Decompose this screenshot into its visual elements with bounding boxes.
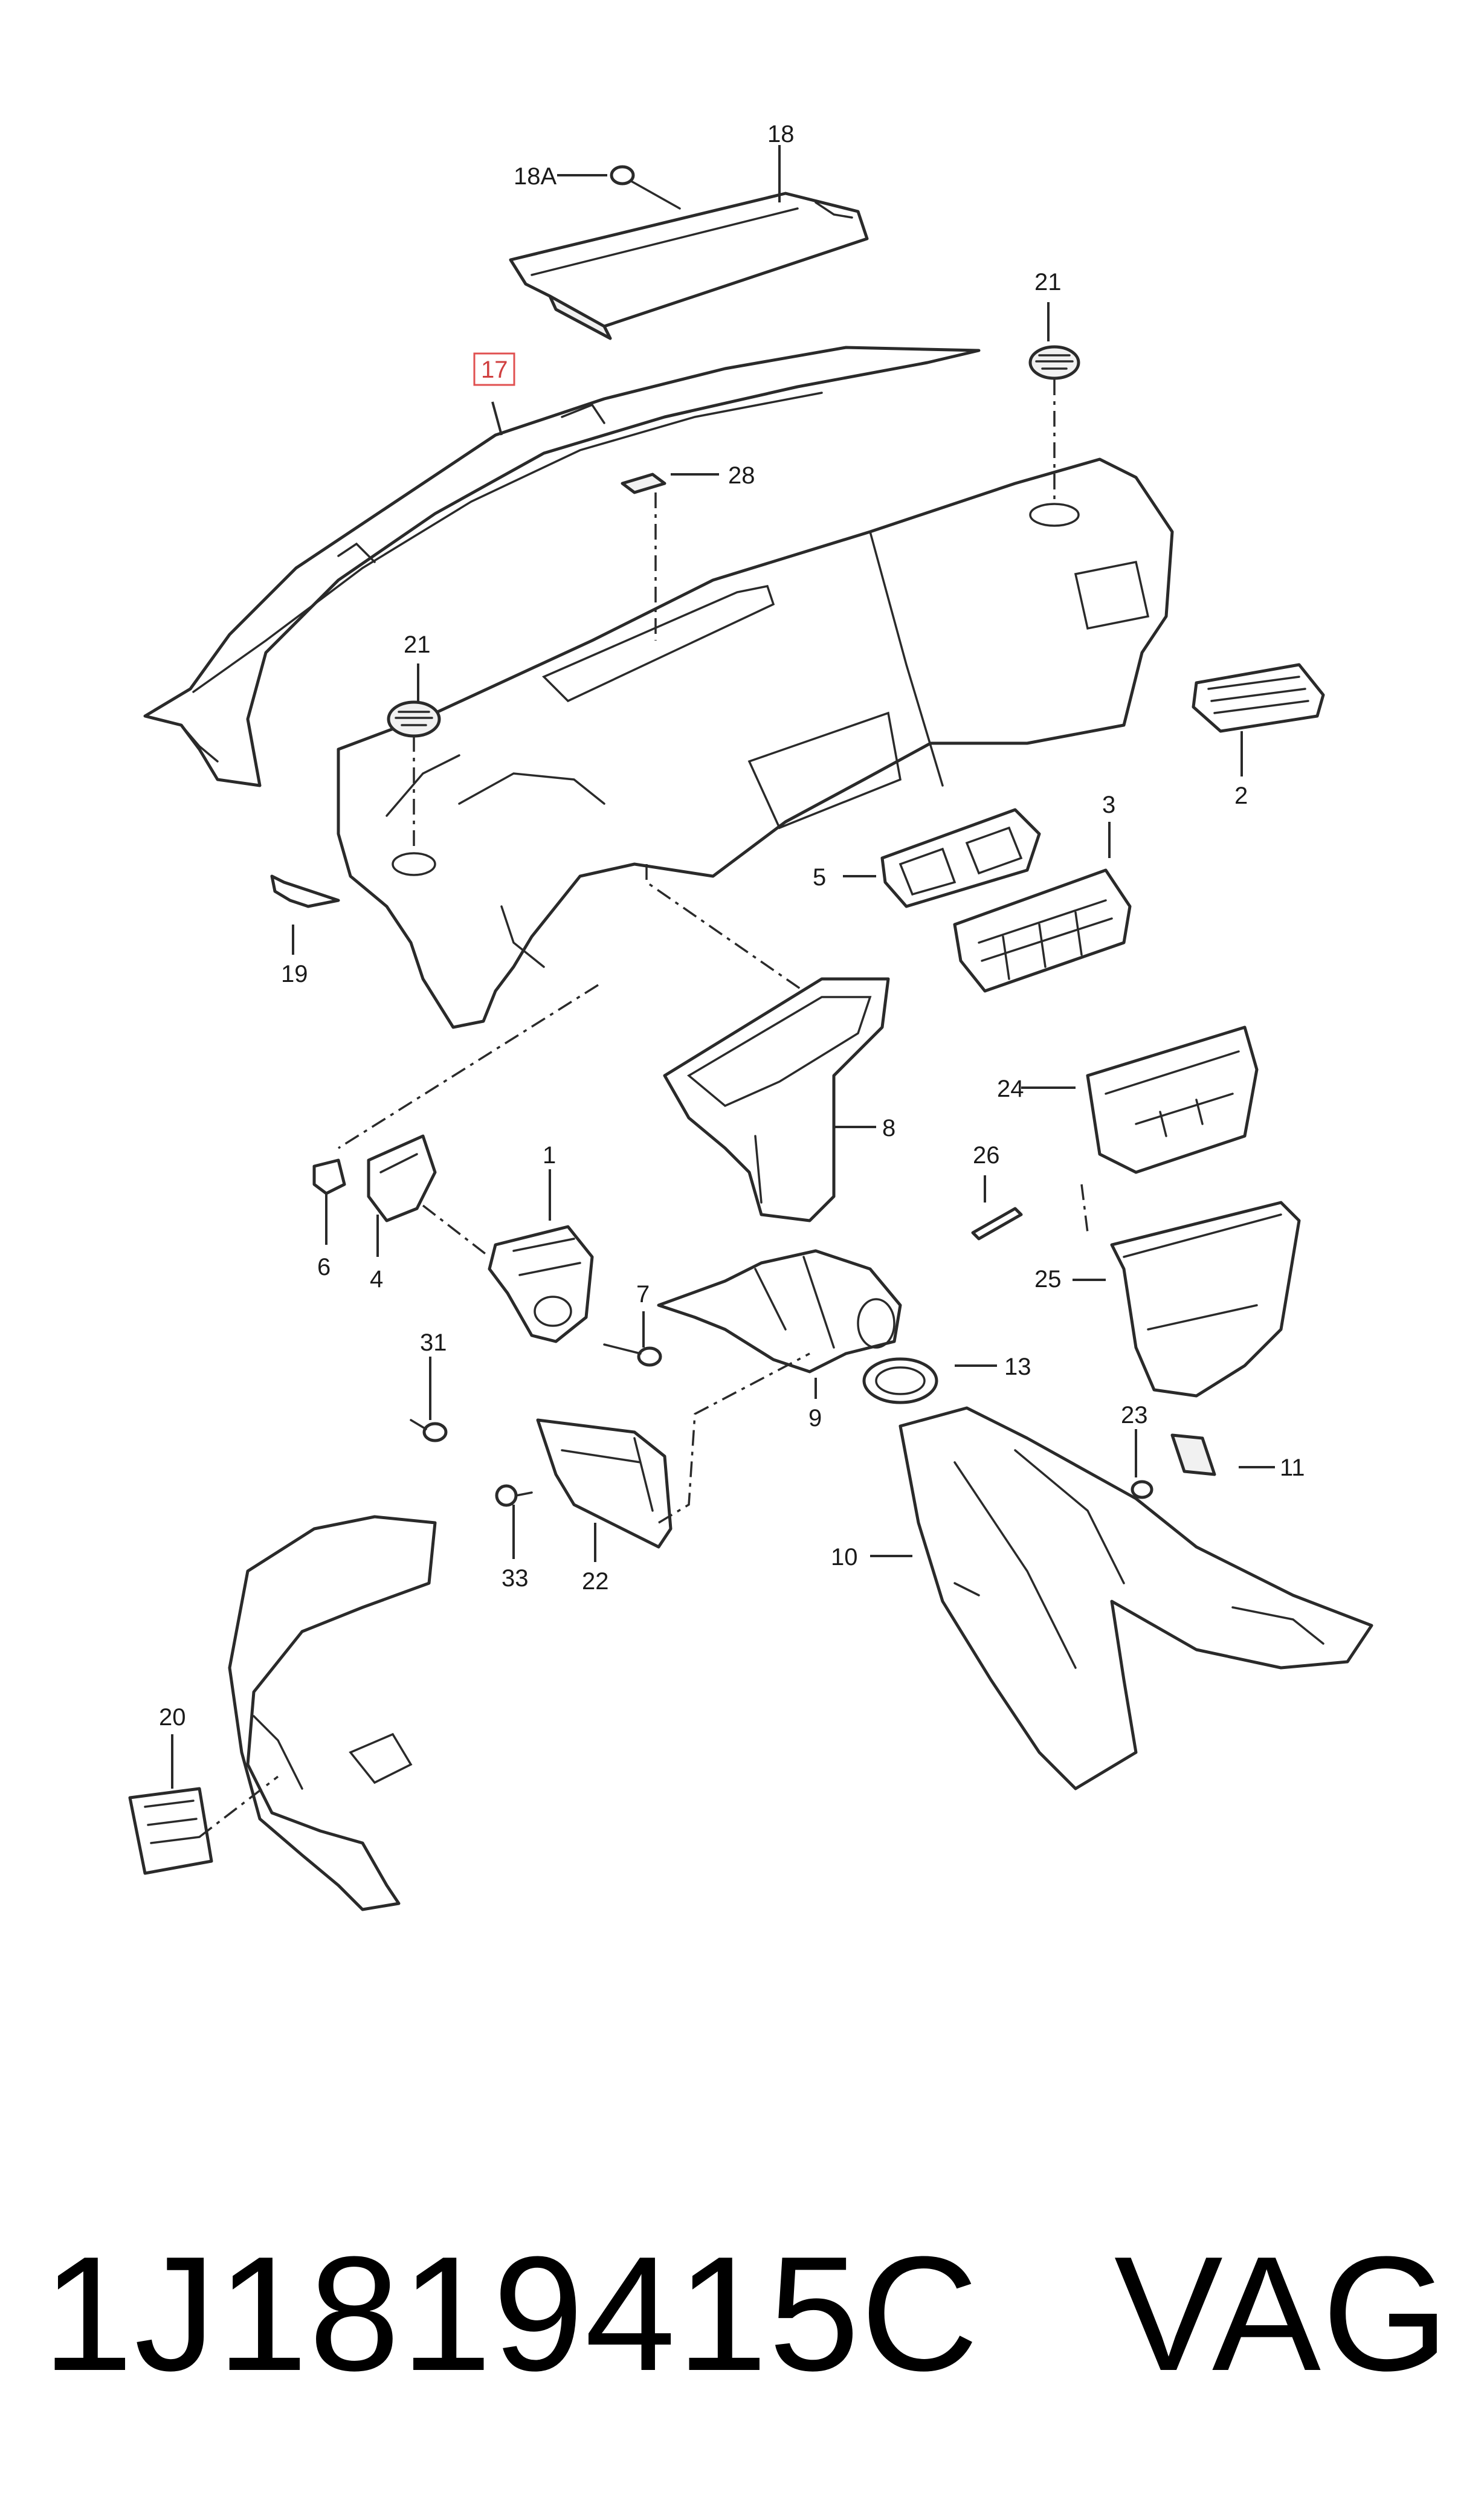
footer-caption: 1J1819415C VAG xyxy=(42,2212,1450,2417)
callout-24: 24 xyxy=(997,1076,1024,1102)
cap-21-left xyxy=(387,700,441,738)
glovebox-vent-part-24 xyxy=(1086,1025,1259,1174)
vent-part-5 xyxy=(880,808,1041,908)
callout-7: 7 xyxy=(636,1281,650,1308)
callout-22: 22 xyxy=(582,1568,609,1595)
pin-part-26 xyxy=(971,1207,1023,1241)
highlight-box-17 xyxy=(473,352,515,386)
vent-part-2 xyxy=(1192,663,1325,733)
assembly-lines xyxy=(198,379,1089,1838)
callout-8: 8 xyxy=(882,1115,895,1141)
callout-18: 18 xyxy=(767,121,795,147)
part-number: 1J1819415C xyxy=(42,2223,980,2405)
screw-part-31 xyxy=(410,1419,448,1442)
screw-part-7 xyxy=(603,1343,662,1367)
floor-duct-part-10 xyxy=(898,1406,1373,1790)
vent-part-20 xyxy=(128,1787,213,1875)
callout-13: 13 xyxy=(1004,1354,1031,1380)
callout-25: 25 xyxy=(1034,1266,1062,1293)
glovebox-duct-part-25 xyxy=(1110,1201,1301,1398)
callout-10: 10 xyxy=(831,1544,858,1571)
duct-part-9 xyxy=(657,1249,902,1374)
callout-31: 31 xyxy=(420,1329,447,1356)
callout-5: 5 xyxy=(813,864,826,891)
vent-housing-part-4 xyxy=(367,1134,437,1222)
callout-23: 23 xyxy=(1121,1402,1148,1428)
bracket-part-22 xyxy=(536,1418,673,1549)
callout-20: 20 xyxy=(159,1704,186,1731)
callout-26: 26 xyxy=(973,1142,1000,1169)
callout-21-left: 21 xyxy=(404,631,431,658)
callout-6: 6 xyxy=(317,1254,331,1280)
callout-17: 17 xyxy=(481,357,508,383)
dashboard-cover-part-17 xyxy=(143,346,981,787)
callout-21-top: 21 xyxy=(1034,269,1062,295)
leader-lines xyxy=(171,145,1275,1789)
callout-2: 2 xyxy=(1234,783,1248,809)
callout-19: 19 xyxy=(281,961,308,987)
side-panel xyxy=(228,1515,437,1911)
center-duct-part-8 xyxy=(663,977,890,1222)
callout-9: 9 xyxy=(808,1405,822,1432)
callout-33: 33 xyxy=(502,1565,529,1592)
clip-part-11 xyxy=(1170,1433,1216,1476)
callout-4: 4 xyxy=(370,1266,383,1293)
side-vent-part-1 xyxy=(488,1225,594,1343)
parts-exploded-diagram: 18 18A 17 21 28 21 2 3 5 19 24 8 26 1 6 … xyxy=(128,121,1373,1911)
screw-18a xyxy=(610,165,681,210)
clip-part-33 xyxy=(495,1484,533,1507)
callout-1: 1 xyxy=(543,1142,556,1169)
vent-part-3 xyxy=(953,868,1132,993)
bracket-part-19 xyxy=(270,874,340,908)
clip-part-28 xyxy=(621,473,666,494)
clip-part-6 xyxy=(312,1158,346,1195)
dashboard-body xyxy=(337,457,1174,1029)
callout-3: 3 xyxy=(1102,792,1115,818)
defroster-duct-part-18 xyxy=(509,192,869,340)
brand-name: VAG xyxy=(1114,2223,1450,2405)
screw-part-23 xyxy=(1131,1480,1153,1499)
cap-21-right xyxy=(1028,345,1080,380)
ring-part-13 xyxy=(862,1357,938,1404)
callout-11: 11 xyxy=(1280,1454,1305,1481)
callout-28: 28 xyxy=(728,462,755,489)
callout-18a: 18A xyxy=(514,163,556,190)
callout-labels: 18 18A 17 21 28 21 2 3 5 19 24 8 26 1 6 … xyxy=(159,121,1305,1731)
